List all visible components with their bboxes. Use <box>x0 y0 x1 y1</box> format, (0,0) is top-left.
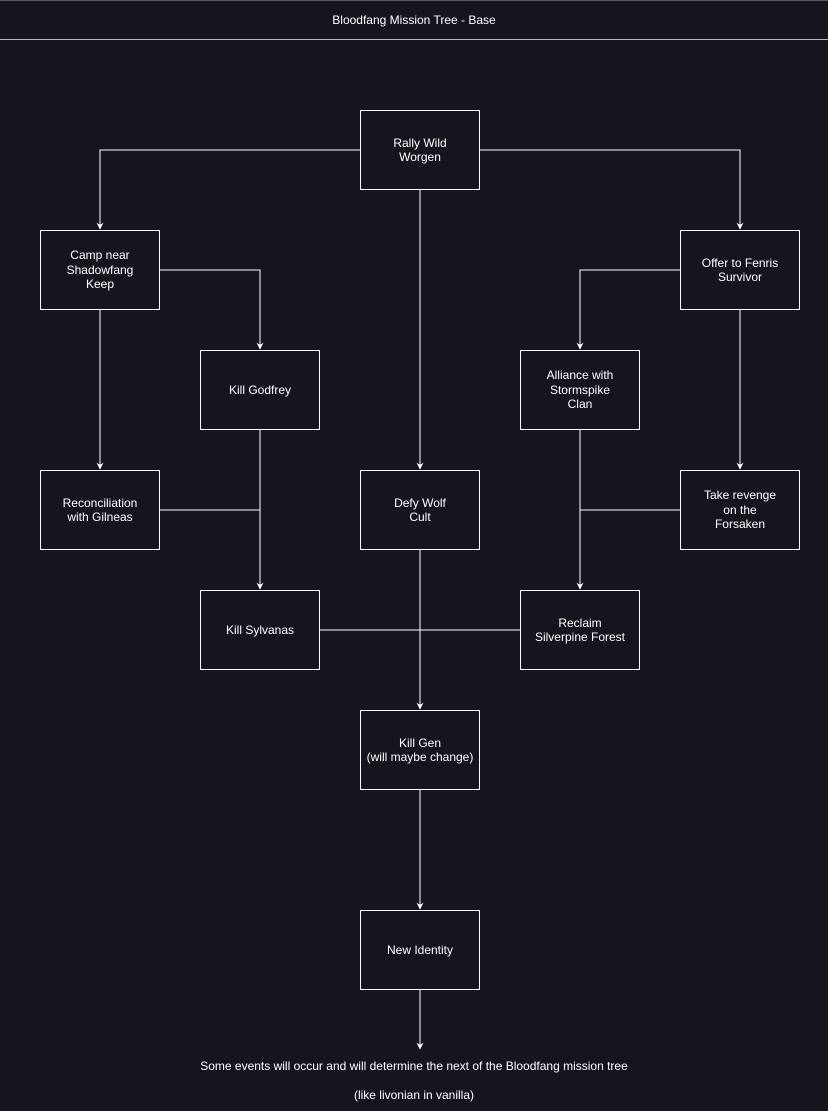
node-kill-gen: Kill Gen (will maybe change) <box>360 710 480 790</box>
node-kill-sylvanas: Kill Sylvanas <box>200 590 320 670</box>
connector-camp-to-godfrey <box>160 269 264 350</box>
node-defy-wolf-cult: Defy Wolf Cult <box>360 470 480 550</box>
outcome-note-example: (like livonian in vanilla) <box>353 1088 475 1102</box>
node-kill-godfrey: Kill Godfrey <box>200 350 320 430</box>
connector-fenris-to-stormspike <box>576 269 680 350</box>
node-reconciliation-with-gilneas: Reconciliation with Gilneas <box>40 470 160 550</box>
node-alliance-with-stormspike-clan: Alliance with Stormspike Clan <box>520 350 640 430</box>
diagram-title: Bloodfang Mission Tree - Base <box>332 13 496 27</box>
node-offer-to-fenris-survivor: Offer to Fenris Survivor <box>680 230 800 310</box>
node-take-revenge-on-the-forsaken: Take revenge on the Forsaken <box>680 470 800 550</box>
node-new-identity: New Identity <box>360 910 480 990</box>
diagram-title-bar: Bloodfang Mission Tree - Base <box>0 0 828 40</box>
outcome-note: Some events will occur and will determin… <box>200 1059 628 1073</box>
connector-rally-to-fenris <box>480 149 744 230</box>
connector-rally-to-camp <box>96 149 360 230</box>
node-camp-near-shadowfang-keep: Camp near Shadowfang Keep <box>40 230 160 310</box>
node-reclaim-silverpine-forest: Reclaim Silverpine Forest <box>520 590 640 670</box>
node-rally-wild-worgen: Rally Wild Worgen <box>360 110 480 190</box>
